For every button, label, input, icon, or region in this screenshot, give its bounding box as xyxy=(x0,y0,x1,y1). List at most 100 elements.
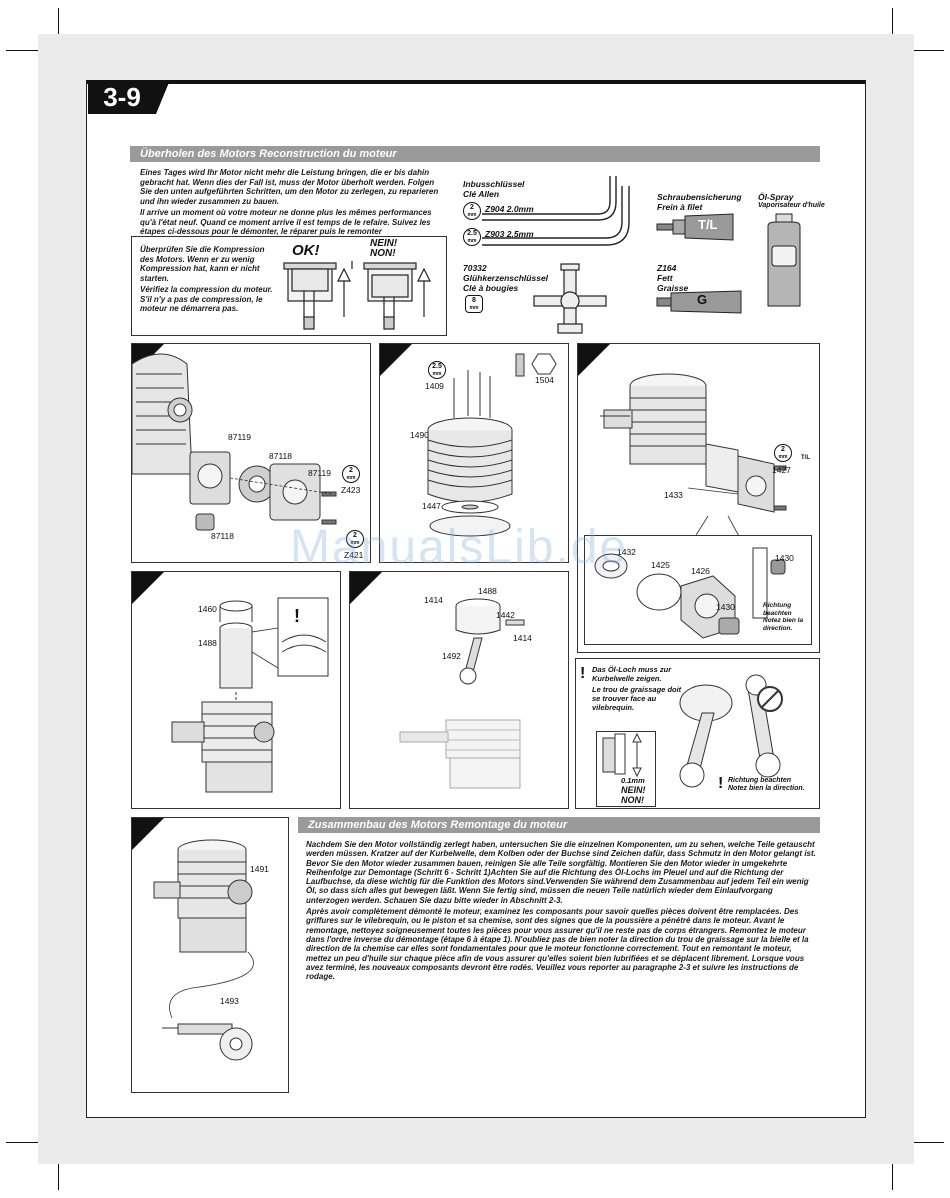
oil-hole-de: Das Öl-Loch muss zur Kurbelwelle zeigen. xyxy=(592,665,672,683)
crop-mark xyxy=(892,1150,893,1190)
reassembly-fr: Après avoir complètement démonté le mote… xyxy=(306,907,809,982)
warning-icon: ! xyxy=(580,665,586,682)
direction-note-2: Richtung beachten Notez bien la directio… xyxy=(728,777,819,793)
part-1490-label: 1490 xyxy=(410,430,429,440)
part-1432-label: 1432 xyxy=(617,547,636,557)
crankcase-detail-box: 1432 1425 1426 1430 1430 Richtung beacht… xyxy=(584,535,812,645)
part-1426-label: 1426 xyxy=(691,566,710,576)
gap-non: NON! xyxy=(621,795,644,805)
step-5-box: 1414 1488 1442 1414 1492 xyxy=(349,571,569,809)
part-1492-label: 1492 xyxy=(442,651,461,661)
threadlock-fr: Frein à filet xyxy=(657,202,703,212)
threadlock-small-tag: T/L xyxy=(801,455,810,461)
z903-label: Z903 2.5mm xyxy=(485,229,534,239)
oil-spray-fr: Vaporisateur d'huile xyxy=(758,202,825,209)
direction2-de: Richtung beachten xyxy=(728,777,792,784)
step-5-illustration xyxy=(399,598,525,789)
threadlock-tag: T/L xyxy=(698,217,718,232)
glow-wrench-fr: Clé à bougies xyxy=(463,283,519,293)
step-tab xyxy=(578,344,611,377)
part-1442-label: 1442 xyxy=(496,610,515,620)
section-title-reassembly: Zusammenbau des Motors Remontage du mote… xyxy=(298,817,820,833)
intro-de: Eines Tages wird Ihr Motor nicht mehr di… xyxy=(140,168,439,206)
allen-title-fr: Clé Allen xyxy=(463,189,500,199)
grease-code: Z164 xyxy=(657,263,677,273)
part-z423-label: Z423 xyxy=(341,485,361,495)
part-1493-label: 1493 xyxy=(220,996,239,1006)
threadlock-tube-icon xyxy=(656,213,734,241)
threadlock-de: Schraubensicherung xyxy=(657,192,742,202)
step-2-illustration xyxy=(427,353,557,537)
part-1447-label: 1447 xyxy=(422,501,441,511)
direction-fr: Notez bien la direction. xyxy=(763,617,804,632)
overhaul-intro: Eines Tages wird Ihr Motor nicht mehr di… xyxy=(140,168,448,239)
direction2-fr: Notez bien la direction. xyxy=(728,785,805,792)
part-z421-label: Z421 xyxy=(344,550,364,560)
part-1430-label: 1430 xyxy=(775,553,794,563)
grease-de: Fett xyxy=(657,273,673,283)
step-3-illustration xyxy=(600,373,787,565)
direction-note: Richtung beachten Notez bien la directio… xyxy=(763,602,811,632)
reassembly-de: Nachdem Sie den Motor vollständig zerleg… xyxy=(306,840,816,905)
glow-wrench-illustration xyxy=(533,263,607,334)
crop-mark xyxy=(58,8,59,48)
reassembly-text: Nachdem Sie den Motor vollständig zerleg… xyxy=(306,840,816,983)
direction-de: Richtung beachten xyxy=(763,602,792,617)
part-1427-label: 1427 xyxy=(772,465,791,475)
intro-fr: Il arrive un moment où votre moteur ne d… xyxy=(140,208,432,236)
step-6-illustration xyxy=(153,839,254,1061)
crop-mark xyxy=(6,50,46,51)
crop-mark xyxy=(58,1150,59,1190)
conrod-detail-box: ! Das Öl-Loch muss zur Kurbelwelle zeige… xyxy=(575,658,820,809)
glow-code: 70332 xyxy=(463,263,487,273)
gap-detail-box: 0.1mm NEIN! NON! xyxy=(596,731,656,807)
part-87119-label: 87119 xyxy=(228,432,252,442)
glow-wrench-de: Glühkerzenschlüssel xyxy=(463,273,549,283)
compression-illustration xyxy=(283,261,431,330)
part-1433-label: 1433 xyxy=(664,490,683,500)
gap-value: 0.1mm xyxy=(621,776,645,785)
gap-nein: NEIN! xyxy=(621,785,646,795)
grease-tube-icon xyxy=(656,290,742,314)
allen-title-de: Inbusschlüssel xyxy=(463,179,525,189)
step-tab xyxy=(350,572,383,605)
part-1491-label: 1491 xyxy=(250,864,269,874)
part-1488-label: 1488 xyxy=(478,586,497,596)
compression-de: Überprüfen Sie die Kompression des Motor… xyxy=(140,245,265,283)
part-1414-label: 1414 xyxy=(513,633,532,643)
watermark: ManualsLib.de xyxy=(290,521,629,574)
allen-keys-illustration xyxy=(482,176,630,246)
nein-label: NEIN! xyxy=(370,238,398,249)
crop-mark xyxy=(904,50,944,51)
ok-label: OK! xyxy=(292,242,320,259)
crop-mark xyxy=(892,8,893,48)
oil-spray-de: Öl-Spray xyxy=(758,192,794,202)
crop-mark xyxy=(904,1142,944,1143)
step-tab xyxy=(132,818,165,851)
part-1504-label: 1504 xyxy=(535,375,554,385)
compression-fr: Vérifiez la compression du moteur. S'il … xyxy=(140,285,273,313)
warning-icon: ! xyxy=(718,775,724,792)
grease-tag: G xyxy=(697,292,708,307)
section-title-overhaul: Überholen des Motors Reconstruction du m… xyxy=(130,146,820,162)
compression-check-box: Überprüfen Sie die Kompression des Motor… xyxy=(131,236,447,336)
step-4-illustration xyxy=(171,597,329,793)
part-1409-label: 1409 xyxy=(425,381,444,391)
part-87118-label: 87118 xyxy=(269,451,293,461)
compression-text: Überprüfen Sie die Kompression des Motor… xyxy=(140,245,275,316)
z904-label: Z904 2.0mm xyxy=(485,204,534,214)
part-1430-label: 1430 xyxy=(716,602,735,612)
part-1488-label: 1488 xyxy=(198,638,217,648)
crop-mark xyxy=(6,1142,46,1143)
part-1460-label: 1460 xyxy=(198,604,217,614)
part-87118-label: 87118 xyxy=(211,531,235,541)
part-1414-label: 1414 xyxy=(424,595,443,605)
